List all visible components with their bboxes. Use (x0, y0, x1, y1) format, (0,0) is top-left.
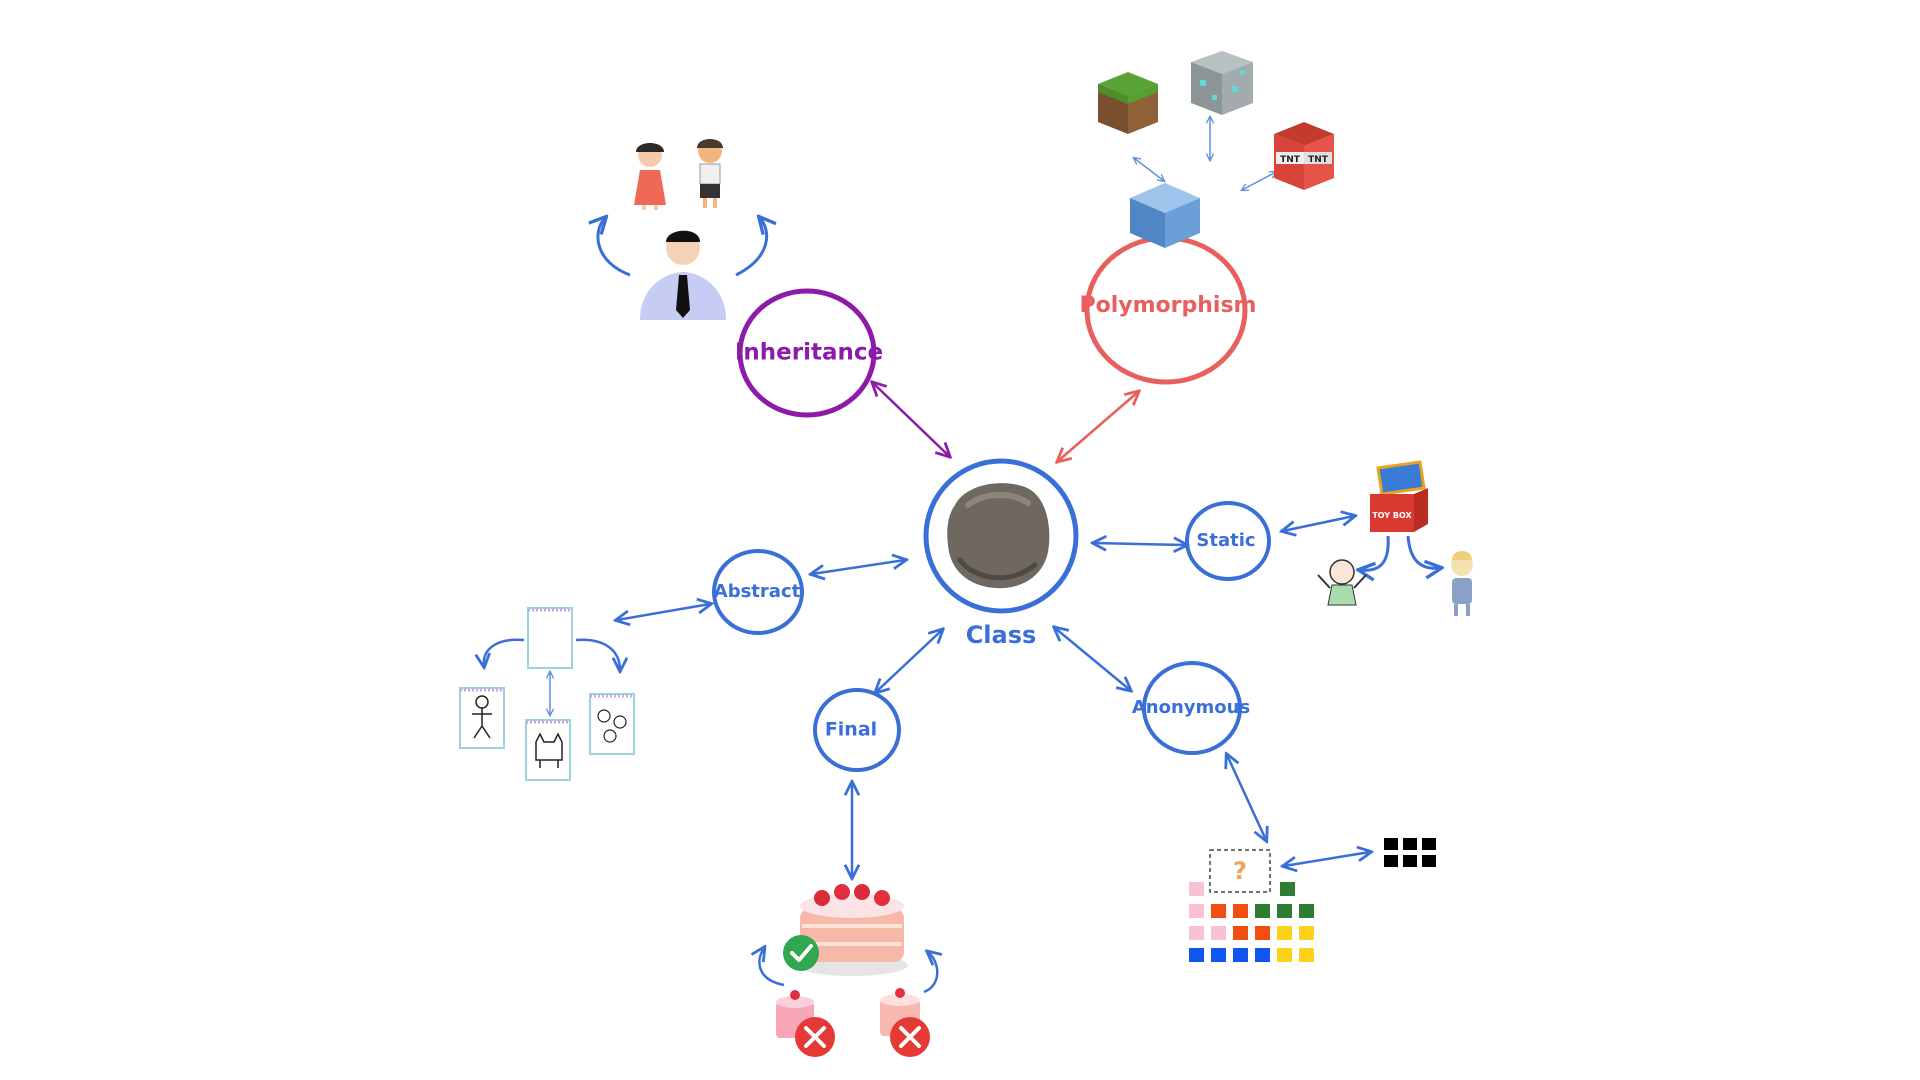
connector-inheritance (873, 383, 949, 456)
poly-link-grass (1134, 158, 1164, 181)
final-label: Final (825, 719, 877, 741)
connector-final (876, 630, 942, 692)
toy-box-text: TOY BOX (1372, 511, 1412, 520)
connector-polymorphism (1058, 392, 1138, 461)
connector-anonymous (1055, 628, 1130, 690)
happy-child-icon (1317, 559, 1367, 606)
connector-abstract (812, 560, 905, 574)
color-grid-icon (1189, 882, 1314, 962)
flower-notepad-icon (589, 693, 635, 755)
blank-notepad-icon (527, 607, 573, 669)
toybox-arrow-left (1360, 535, 1390, 570)
abstract-node: Abstract (712, 549, 804, 635)
final-node: Final (813, 688, 901, 772)
abstract-to-blank (617, 604, 710, 620)
base-block-icon (1130, 183, 1200, 248)
playing-child-icon (1451, 551, 1473, 616)
child-boy-icon (697, 139, 723, 208)
toybox-arrow-right (1406, 535, 1440, 568)
anonymous-label: Anonymous (1132, 697, 1250, 718)
inheritance-label: Inheritance (735, 340, 883, 366)
cake-icon (796, 884, 908, 976)
abstract-label: Abstract (714, 581, 801, 602)
inheritance-arrow-left (598, 218, 631, 277)
static-node: Static (1185, 501, 1271, 581)
diamond-ore-block-icon (1191, 51, 1253, 115)
grid-to-black-blocks (1284, 852, 1370, 866)
inheritance-arrow-right (735, 218, 767, 277)
question-mark: ? (1233, 857, 1247, 885)
poly-link-tnt (1242, 172, 1276, 190)
reject-icon-right (890, 1017, 930, 1057)
tnt-text: TNT (1280, 155, 1301, 165)
cake-arrow-left (759, 948, 785, 987)
parent-figure-icon (640, 230, 726, 320)
reject-icon-left (795, 1017, 835, 1057)
check-icon (783, 935, 819, 971)
abstract-arrow-left (484, 638, 525, 666)
unknown-block-icon: ? (1209, 849, 1271, 893)
class-label: Class (966, 621, 1037, 649)
toy-box-icon: TOY BOX (1370, 460, 1428, 532)
polymorphism-label: Polymorphism (1080, 293, 1257, 318)
abstract-arrow-right (575, 638, 620, 670)
stone-icon (947, 483, 1050, 589)
static-label: Static (1196, 530, 1255, 551)
grass-block-icon (1098, 72, 1158, 134)
tnt-text-side: TNT (1308, 155, 1329, 165)
black-blocks-icon (1384, 838, 1436, 867)
polymorphism-node: Polymorphism (1080, 235, 1257, 385)
static-to-toybox (1283, 516, 1354, 531)
cake-arrow-right (923, 952, 937, 994)
tnt-block-icon: TNT TNT (1274, 122, 1334, 190)
inheritance-node: Inheritance (735, 288, 883, 418)
connector-static (1094, 543, 1186, 545)
anonymous-to-grid (1227, 755, 1266, 840)
stick-figure-notepad-icon (459, 687, 505, 749)
cat-notepad-icon (525, 719, 571, 781)
class-node: Class (923, 458, 1079, 649)
anonymous-node: Anonymous (1132, 661, 1250, 755)
child-girl-icon (634, 143, 666, 210)
